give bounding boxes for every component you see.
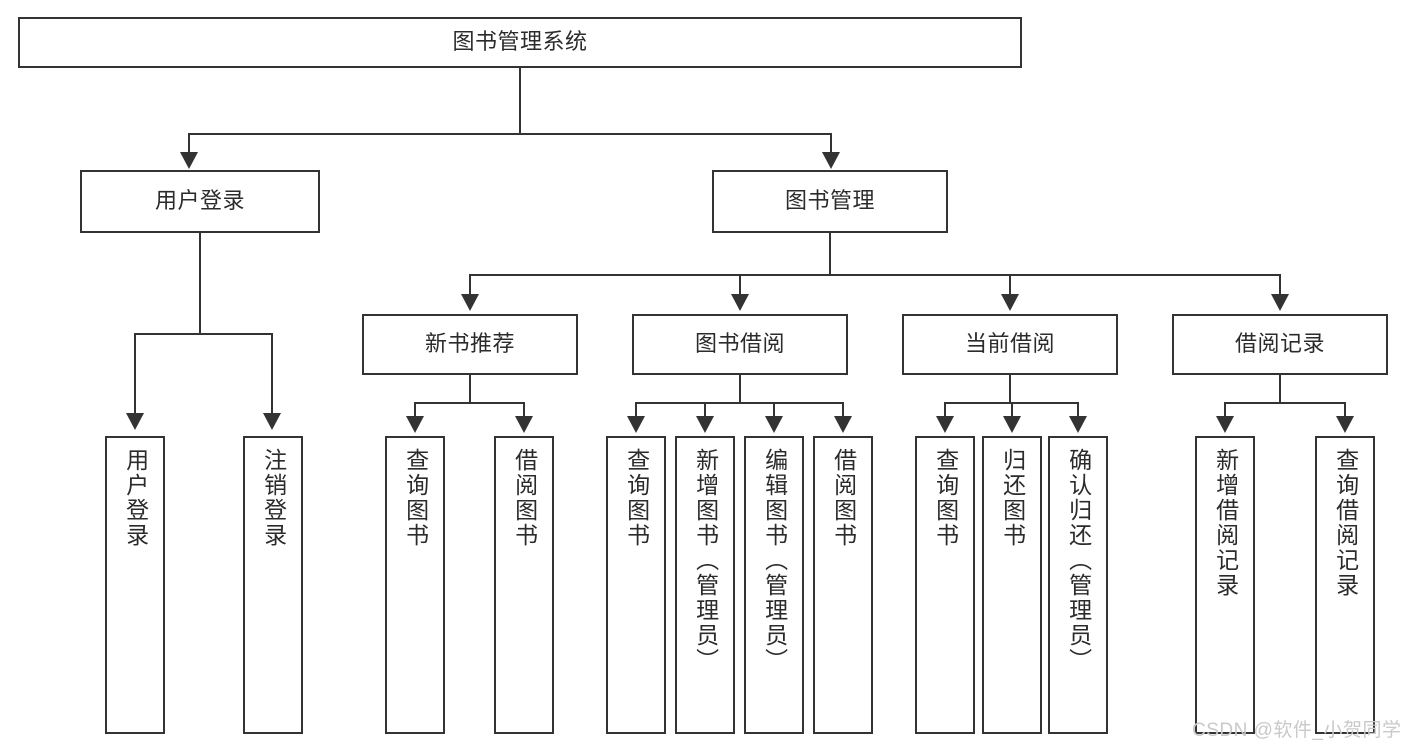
- arrow-bm-to-book-borrow: [731, 294, 749, 311]
- leaf-node-add-book[interactable]: 新增图书（管理员）: [675, 436, 735, 734]
- leaf-node-borrow-book-1[interactable]: 借阅图书: [494, 436, 554, 734]
- edge-bm-to-current-borrow: [1009, 274, 1011, 296]
- arrow-bm-to-current-borrow: [1001, 294, 1019, 311]
- edge-bb-bar: [635, 402, 843, 404]
- node-label: 查询图书: [402, 448, 429, 548]
- edge-br-trunk: [1279, 375, 1281, 403]
- node-label: 确认归还（管理员）: [1065, 448, 1092, 673]
- arrow-root-to-book-management: [822, 152, 840, 169]
- leaf-node-logout-login[interactable]: 注销登录: [243, 436, 303, 734]
- arrow-nbr-to-leaf-1: [406, 416, 424, 433]
- node-label: 新增借阅记录: [1212, 448, 1239, 598]
- arrow-bm-to-borrow-record: [1271, 294, 1289, 311]
- leaf-node-borrow-book-2[interactable]: 借阅图书: [813, 436, 873, 734]
- edge-bm-to-book-borrow: [739, 274, 741, 296]
- edge-nbr-bar: [414, 402, 524, 404]
- leaf-node-query-record[interactable]: 查询借阅记录: [1315, 436, 1375, 734]
- arrow-cb-to-leaf-2: [1003, 416, 1021, 433]
- node-label: 新增图书（管理员）: [692, 448, 719, 673]
- edge-br-to-leaf-1: [1224, 402, 1226, 418]
- arrow-br-to-leaf-1: [1216, 416, 1234, 433]
- arrow-user-login-to-leaf-1: [126, 413, 144, 430]
- node-new-book-recommend[interactable]: 新书推荐: [362, 314, 578, 375]
- leaf-node-confirm-return[interactable]: 确认归还（管理员）: [1048, 436, 1108, 734]
- node-book-management[interactable]: 图书管理: [712, 170, 948, 233]
- node-label: 借阅图书: [511, 448, 538, 548]
- node-label: 新书推荐: [424, 331, 515, 357]
- edge-cb-to-leaf-2: [1011, 402, 1013, 418]
- node-current-borrow[interactable]: 当前借阅: [902, 314, 1118, 375]
- edge-bb-to-leaf-1: [635, 402, 637, 418]
- arrow-cb-to-leaf-3: [1069, 416, 1087, 433]
- node-label: 图书借阅: [694, 331, 785, 357]
- node-user-login[interactable]: 用户登录: [80, 170, 320, 233]
- node-book-borrow[interactable]: 图书借阅: [632, 314, 848, 375]
- arrow-bb-to-leaf-3: [765, 416, 783, 433]
- node-label: 查询借阅记录: [1332, 448, 1359, 598]
- edge-bm-to-new-book: [469, 274, 471, 296]
- arrow-bm-to-new-book: [461, 294, 479, 311]
- edge-book-management-trunk: [829, 233, 831, 275]
- arrow-bb-to-leaf-4: [834, 416, 852, 433]
- arrow-user-login-to-leaf-2: [263, 413, 281, 430]
- node-label: 当前借阅: [964, 331, 1055, 357]
- edge-br-bar: [1224, 402, 1345, 404]
- edge-cb-trunk: [1009, 375, 1011, 403]
- node-label: 图书管理系统: [452, 29, 588, 55]
- leaf-node-query-book-2[interactable]: 查询图书: [606, 436, 666, 734]
- node-label: 归还图书: [999, 448, 1026, 548]
- arrow-bb-to-leaf-2: [696, 416, 714, 433]
- leaf-node-query-book-1[interactable]: 查询图书: [385, 436, 445, 734]
- node-label: 查询图书: [932, 448, 959, 548]
- edge-user-login-bar: [134, 333, 272, 335]
- edge-br-to-leaf-2: [1344, 402, 1346, 418]
- leaf-node-edit-book[interactable]: 编辑图书（管理员）: [744, 436, 804, 734]
- node-label: 查询图书: [623, 448, 650, 548]
- node-label: 用户登录: [122, 448, 149, 548]
- edge-nbr-to-leaf-1: [414, 402, 416, 418]
- edge-root-bar: [188, 133, 832, 135]
- node-label: 借阅图书: [830, 448, 857, 548]
- arrow-nbr-to-leaf-2: [515, 416, 533, 433]
- edge-cb-to-leaf-1: [944, 402, 946, 418]
- leaf-node-add-record[interactable]: 新增借阅记录: [1195, 436, 1255, 734]
- edge-nbr-trunk: [469, 375, 471, 403]
- edge-bb-to-leaf-3: [773, 402, 775, 418]
- edge-root-trunk: [519, 68, 521, 134]
- edge-book-management-bar: [469, 274, 1280, 276]
- node-label: 编辑图书（管理员）: [761, 448, 788, 673]
- edge-user-login-to-leaf-2: [271, 333, 273, 415]
- edge-bb-trunk: [739, 375, 741, 403]
- arrow-root-to-user-login: [180, 152, 198, 169]
- arrow-bb-to-leaf-1: [627, 416, 645, 433]
- edge-user-login-trunk: [199, 233, 201, 334]
- watermark-text: CSDN @软件_小贺同学: [1192, 720, 1402, 741]
- edge-user-login-to-leaf-1: [134, 333, 136, 415]
- node-root-system[interactable]: 图书管理系统: [18, 17, 1022, 68]
- arrow-cb-to-leaf-1: [936, 416, 954, 433]
- leaf-node-user-login[interactable]: 用户登录: [105, 436, 165, 734]
- leaf-node-return-book[interactable]: 归还图书: [982, 436, 1042, 734]
- leaf-node-query-book-3[interactable]: 查询图书: [915, 436, 975, 734]
- node-label: 用户登录: [154, 188, 245, 214]
- edge-bb-to-leaf-2: [704, 402, 706, 418]
- node-borrow-record[interactable]: 借阅记录: [1172, 314, 1388, 375]
- edge-root-to-book-management: [830, 133, 832, 156]
- node-label: 图书管理: [784, 188, 875, 214]
- edge-cb-to-leaf-3: [1077, 402, 1079, 418]
- edge-nbr-to-leaf-2: [523, 402, 525, 418]
- node-label: 借阅记录: [1234, 331, 1325, 357]
- arrow-br-to-leaf-2: [1336, 416, 1354, 433]
- edge-bm-to-borrow-record: [1279, 274, 1281, 296]
- edge-bb-to-leaf-4: [842, 402, 844, 418]
- edge-root-to-user-login: [188, 133, 190, 156]
- node-label: 注销登录: [260, 448, 287, 548]
